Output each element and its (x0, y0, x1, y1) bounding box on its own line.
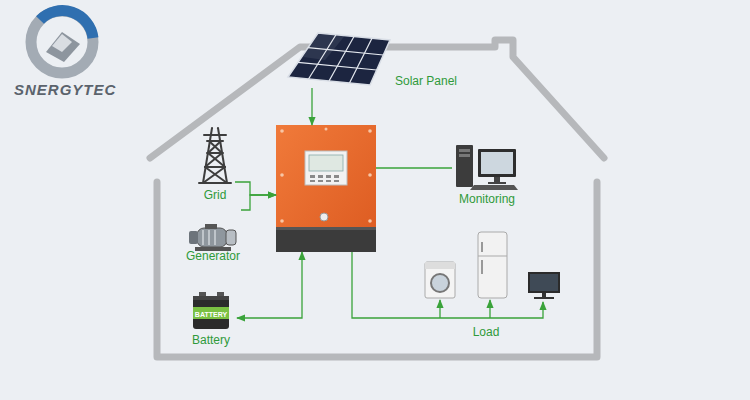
load-appliances (418, 230, 566, 302)
solar-panel: Solar Panel (285, 30, 460, 88)
power-connector (376, 167, 452, 168)
inverter-unit (276, 125, 376, 252)
node-label: Monitoring (459, 192, 515, 206)
brand-name: SNERGYTEC (14, 81, 116, 98)
inverter (276, 125, 376, 252)
power-connector (241, 195, 276, 210)
node-label: Solar Panel (395, 74, 457, 88)
load-branch-arrows (440, 300, 490, 318)
power-connector (352, 252, 543, 318)
node-label: Load (473, 325, 500, 339)
load-group: Load (418, 230, 566, 302)
power-connector (235, 182, 276, 195)
monitoring-pc: Monitoring (452, 143, 522, 205)
node-label: Generator (186, 249, 240, 263)
grid-source: Grid (195, 125, 235, 203)
power-connector (311, 88, 312, 125)
washing-machine (425, 262, 455, 298)
generator-source: Generator (185, 200, 241, 262)
power-connector (237, 252, 302, 318)
refrigerator (478, 232, 507, 298)
company-logo (31, 11, 93, 73)
television (528, 272, 560, 299)
battery-marking: BATTERY (195, 310, 227, 319)
house-outline (150, 40, 604, 357)
node-label: Battery (192, 333, 230, 347)
node-label: Grid (204, 188, 227, 202)
